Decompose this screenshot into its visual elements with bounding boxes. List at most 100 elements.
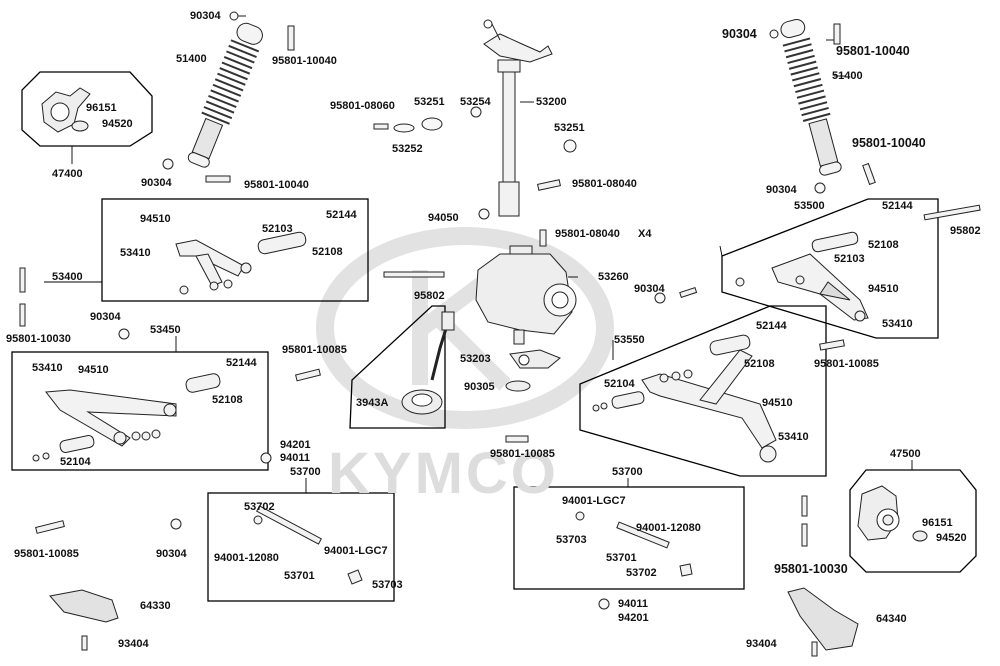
knuckle-left [41, 87, 91, 133]
part-label-95802: 95802 [950, 225, 981, 237]
part-label-52108: 52108 [868, 239, 899, 251]
part-label-53251: 53251 [414, 96, 445, 108]
part-label-53703: 53703 [372, 579, 403, 591]
part-label-52104: 52104 [60, 456, 91, 468]
watermark-logo-ellipse [316, 227, 614, 429]
part-label-96151: 96151 [922, 517, 953, 529]
part-label-52108: 52108 [312, 246, 343, 258]
part-label-53550: 53550 [614, 334, 645, 346]
box-53550 [579, 305, 827, 477]
part-label-53700: 53700 [612, 466, 643, 478]
part-label-53400: 53400 [52, 271, 83, 283]
skid-guard-right [787, 587, 859, 651]
part-label-53410: 53410 [882, 318, 913, 330]
part-label-94001-lgc7: 94001-LGC7 [324, 545, 388, 557]
part-label-94510: 94510 [78, 364, 109, 376]
box-3943A [349, 305, 446, 429]
box-53450 [11, 351, 269, 471]
part-label-53410: 53410 [120, 247, 151, 259]
part-label-95801-08040: 95801-08040 [572, 178, 637, 190]
part-label-52103: 52103 [262, 223, 293, 235]
part-label-95801-10085: 95801-10085 [490, 448, 555, 460]
steering-arm [505, 349, 561, 392]
part-label-53410: 53410 [778, 431, 809, 443]
part-label-94201: 94201 [618, 612, 649, 624]
part-label-53251: 53251 [554, 122, 585, 134]
part-label-94510: 94510 [868, 283, 899, 295]
part-label-53450: 53450 [150, 324, 181, 336]
part-label-93404: 93404 [746, 638, 777, 650]
part-label-94011: 94011 [280, 452, 310, 464]
bolts [19, 23, 981, 657]
box-47500 [849, 469, 977, 573]
part-label-95801-10040: 95801-10040 [852, 136, 926, 150]
watermark-text: KYMCO [328, 441, 559, 506]
shock-absorber-left [187, 22, 263, 168]
a-arm-lower-left [32, 373, 221, 462]
part-label-90305: 90305 [464, 381, 495, 393]
part-label-53701: 53701 [284, 570, 315, 582]
part-label-94050: 94050 [428, 212, 459, 224]
part-label-53203: 53203 [460, 353, 491, 365]
part-label-53252: 53252 [392, 143, 423, 155]
part-label-52144: 52144 [226, 357, 257, 369]
part-label-94011: 94011 [618, 598, 648, 610]
part-label-95801-10085: 95801-10085 [14, 548, 79, 560]
part-label-95801-08060: 95801-08060 [330, 100, 395, 112]
part-label-96151: 96151 [86, 102, 117, 114]
part-label-90304: 90304 [634, 283, 665, 295]
part-label-52108: 52108 [212, 394, 243, 406]
part-label-95801-08040: 95801-08040 [555, 228, 620, 240]
part-label-64330: 64330 [140, 600, 171, 612]
part-label-95801-10040: 95801-10040 [836, 44, 910, 58]
shock-absorber-right [780, 18, 842, 176]
a-arm-upper-left [175, 231, 307, 295]
part-label-51400: 51400 [176, 53, 207, 65]
part-label-53260: 53260 [598, 271, 629, 283]
part-label-94510: 94510 [140, 213, 171, 225]
part-label-53500: 53500 [794, 200, 825, 212]
part-label-95802: 95802 [414, 290, 445, 302]
part-label-52108: 52108 [744, 358, 775, 370]
a-arm-upper-right [735, 231, 869, 322]
part-label-94001-12080: 94001-12080 [636, 522, 701, 534]
part-label-3943a: 3943A [356, 397, 389, 409]
part-label-53702: 53702 [244, 501, 275, 513]
box-53700-left [207, 492, 395, 602]
part-label-47500: 47500 [890, 448, 921, 460]
part-label-52103: 52103 [834, 253, 865, 265]
part-label-94001-lgc7: 94001-LGC7 [562, 495, 626, 507]
box-53400 [101, 198, 369, 302]
part-label-53200: 53200 [536, 96, 567, 108]
part-label-53702: 53702 [626, 567, 657, 579]
nuts-washers [118, 11, 826, 610]
box-47400 [21, 71, 153, 147]
part-label-90304: 90304 [90, 311, 121, 323]
part-label-95801-10030: 95801-10030 [6, 333, 71, 345]
part-label-53410: 53410 [32, 362, 63, 374]
part-label-53701: 53701 [606, 552, 637, 564]
part-label-94520: 94520 [102, 118, 133, 130]
knuckle-right [857, 485, 928, 542]
steering-gear-box [475, 245, 577, 345]
sensor-cable [401, 311, 455, 415]
part-label-90304: 90304 [156, 548, 187, 560]
skid-guard-left [49, 589, 119, 623]
part-label-52104: 52104 [604, 378, 635, 390]
part-label-94201: 94201 [280, 439, 311, 451]
part-label-95801-10040: 95801-10040 [244, 179, 309, 191]
part-label-53254: 53254 [460, 96, 491, 108]
part-label-47400: 47400 [52, 168, 83, 180]
tie-rod-right [575, 511, 693, 577]
part-label-52144: 52144 [882, 200, 913, 212]
part-label-64340: 64340 [876, 613, 907, 625]
part-label-x4: X4 [638, 228, 652, 240]
box-53500 [721, 198, 939, 339]
part-label-94520: 94520 [936, 532, 967, 544]
part-label-90304: 90304 [190, 10, 221, 22]
part-label-94510: 94510 [762, 397, 793, 409]
tie-rod-left [253, 505, 363, 585]
part-label-93404: 93404 [118, 638, 149, 650]
